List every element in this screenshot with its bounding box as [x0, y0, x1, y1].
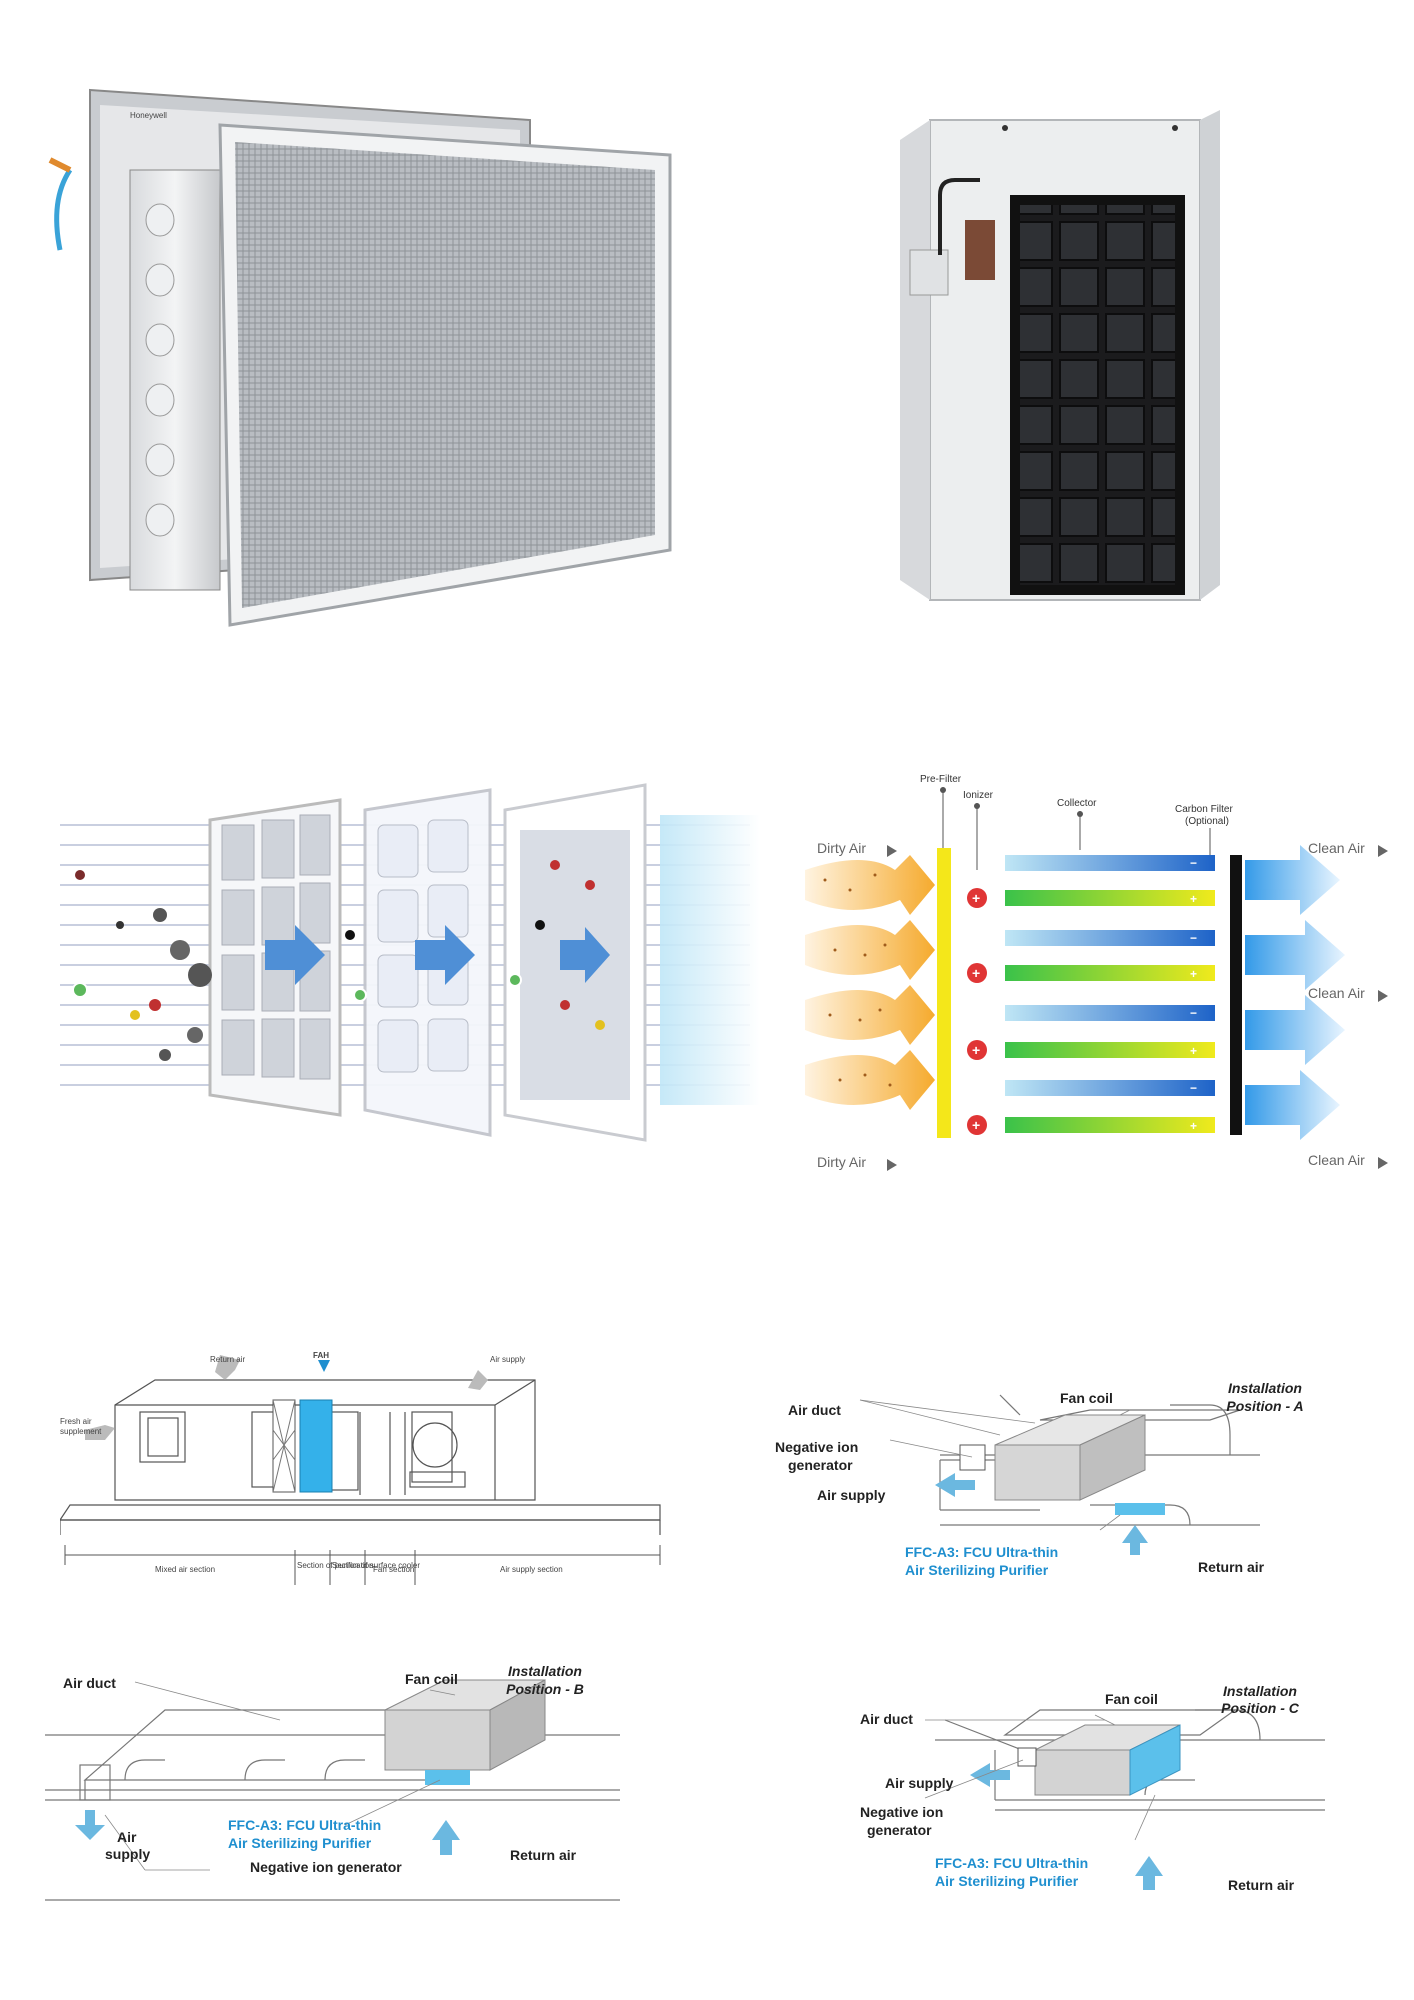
position-a-negative-ion-2: generator [788, 1457, 853, 1473]
clean-air-label-bottom: Clean Air [1308, 1152, 1365, 1168]
position-c-product-2: Air Sterilizing Purifier [935, 1873, 1079, 1889]
position-a-title-2: Position - A [1226, 1398, 1303, 1414]
installation-position-a: Installation Position - A Air duct Fan c… [760, 1375, 1320, 1595]
svg-text:+: + [972, 965, 980, 981]
section-fan: Fan section [373, 1565, 414, 1574]
ionizer-cell [129, 169, 221, 591]
position-a-product-1: FFC-A3: FCU Ultra-thin [905, 1544, 1058, 1560]
position-a-air-duct: Air duct [788, 1402, 841, 1418]
collector-label: Collector [1057, 798, 1097, 809]
position-a-fan-coil: Fan coil [1060, 1390, 1113, 1406]
svg-text:+: + [972, 1117, 980, 1133]
section-mixed-air: Mixed air section [155, 1565, 215, 1574]
position-a-air-supply: Air supply [817, 1487, 886, 1503]
air-supply-arrow-c [970, 1763, 1010, 1787]
position-c-title-2: Position - C [1221, 1700, 1300, 1716]
filtration-stages-illustration [60, 765, 760, 1155]
ahu-return-air-label: Return air [210, 1355, 245, 1364]
carbon-filter-bar [1230, 855, 1242, 1135]
return-air-arrow-a [1122, 1525, 1148, 1555]
ahu-section-diagram: Return air FAH Air supply Fresh air supp… [58, 1350, 670, 1595]
svg-text:+: + [1190, 1119, 1197, 1133]
purifier-block-b [425, 1770, 470, 1785]
air-supply-arrow-b [75, 1810, 105, 1840]
return-air-arrow-c [1135, 1856, 1163, 1890]
position-b-product-1: FFC-A3: FCU Ultra-thin [228, 1817, 381, 1833]
svg-text:+: + [1190, 892, 1197, 906]
air-supply-arrow-a [935, 1473, 975, 1497]
svg-text:+: + [1190, 1044, 1197, 1058]
position-b-return-air: Return air [510, 1847, 577, 1863]
section-purification: Section of purification [297, 1561, 374, 1570]
brand-label: Honeywell [130, 111, 167, 120]
dirty-air-label-top: Dirty Air [817, 840, 866, 856]
clean-air-label-mid: Clean Air [1308, 985, 1365, 1001]
purifier-block-a [1115, 1503, 1165, 1515]
fah-filter-block [299, 1399, 333, 1493]
carbon-filter-label: Carbon Filter [1175, 804, 1233, 815]
position-a-title-1: Installation [1228, 1380, 1302, 1396]
mesh-pre-filter [218, 123, 672, 627]
pre-filter-bar [937, 848, 951, 1138]
svg-text:+: + [972, 1042, 980, 1058]
section-air-supply: Air supply section [500, 1565, 563, 1574]
position-c-negative-ion-1: Negative ion [860, 1804, 943, 1820]
optional-label: (Optional) [1185, 816, 1229, 827]
position-c-negative-ion-2: generator [867, 1822, 932, 1838]
svg-text:+: + [972, 890, 980, 906]
fah-label: FAH [313, 1351, 329, 1360]
ionizer-collector-diagram: Pre-Filter Ionizer Collector Carbon Filt… [805, 760, 1395, 1180]
position-c-title-1: Installation [1223, 1683, 1297, 1699]
return-air-arrow-b [432, 1820, 460, 1855]
position-c-air-supply: Air supply [885, 1775, 954, 1791]
dirty-air-label-bottom: Dirty Air [817, 1154, 866, 1170]
collector-plates [1005, 855, 1215, 1133]
svg-text:+: + [1190, 967, 1197, 981]
filter-unit-photo [780, 80, 1360, 670]
position-b-title-1: Installation [508, 1663, 582, 1679]
svg-text:−: − [1190, 1081, 1197, 1095]
electronic-air-cleaner-photo: Honeywell [30, 80, 680, 640]
negative-ion-box-a [959, 1444, 986, 1471]
position-a-return-air: Return air [1198, 1559, 1265, 1575]
position-b-air-duct: Air duct [63, 1675, 116, 1691]
fresh-air-label-1: Fresh air [60, 1417, 92, 1426]
position-b-air-supply-2: supply [105, 1846, 150, 1862]
position-c-air-duct: Air duct [860, 1711, 913, 1727]
position-c-product-1: FFC-A3: FCU Ultra-thin [935, 1855, 1088, 1871]
ionizer-nodes: + + + + [967, 888, 987, 1135]
purifier-block-c [1129, 1724, 1181, 1796]
ionizer-label: Ionizer [963, 790, 994, 801]
svg-text:−: − [1190, 856, 1197, 870]
svg-text:−: − [1190, 1006, 1197, 1020]
installation-position-c: Installation Position - C Air duct Fan c… [805, 1680, 1350, 1920]
position-c-return-air: Return air [1228, 1877, 1295, 1893]
position-a-product-2: Air Sterilizing Purifier [905, 1562, 1049, 1578]
ahu-air-supply-label: Air supply [490, 1355, 525, 1364]
position-b-fan-coil: Fan coil [405, 1671, 458, 1687]
position-b-negative-ion: Negative ion generator [250, 1859, 402, 1875]
fresh-air-label-2: supplement [60, 1427, 102, 1436]
installation-position-b: Installation Position - B Air duct Fan c… [45, 1660, 645, 1905]
position-b-product-2: Air Sterilizing Purifier [228, 1835, 372, 1851]
negative-ion-box-c [1017, 1747, 1037, 1767]
position-a-negative-ion-1: Negative ion [775, 1439, 858, 1455]
pre-filter-label: Pre-Filter [920, 774, 962, 785]
position-b-title-2: Position - B [506, 1681, 584, 1697]
position-b-air-supply-1: Air [117, 1829, 137, 1845]
position-c-fan-coil: Fan coil [1105, 1691, 1158, 1707]
section-surface-cooler: Section of surface cooler [332, 1561, 420, 1570]
svg-text:−: − [1190, 931, 1197, 945]
clean-air-label-top: Clean Air [1308, 840, 1365, 856]
